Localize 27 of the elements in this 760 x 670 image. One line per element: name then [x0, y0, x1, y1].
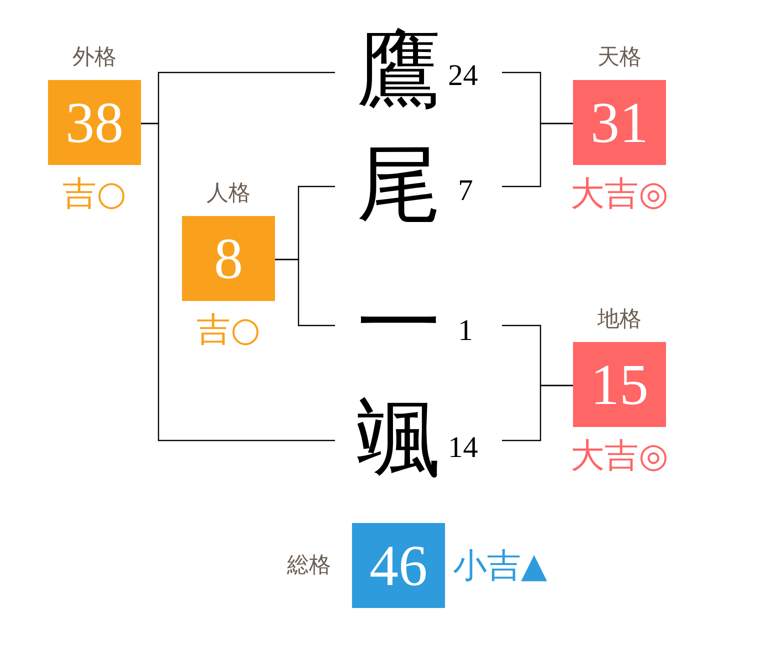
fortune-text: 大吉◎ — [570, 177, 668, 211]
score-tile: 38 — [48, 80, 141, 165]
bracket-line — [141, 122, 335, 442]
score-heading: 地格 — [598, 308, 642, 332]
name-character: 尾 — [357, 144, 441, 228]
stroke-count: 24 — [448, 61, 478, 91]
score-heading: 外格 — [72, 46, 116, 70]
fortune-text: 小吉▲ — [453, 548, 548, 582]
fortune-text: 吉○ — [196, 313, 260, 347]
stroke-count: 1 — [458, 316, 473, 346]
score-tile: 31 — [573, 80, 666, 165]
name-character: 颯 — [357, 398, 441, 482]
score-tile: 46 — [352, 523, 445, 608]
name-character: 鷹 — [357, 30, 441, 114]
name-character: 一 — [357, 283, 441, 367]
bracket-line — [502, 122, 573, 188]
bracket-line — [502, 384, 573, 442]
score-tile: 15 — [573, 342, 666, 427]
fortune-text: 吉○ — [62, 177, 126, 211]
stroke-count: 14 — [448, 433, 478, 463]
score-heading: 総格 — [287, 554, 331, 578]
stroke-count: 7 — [458, 176, 473, 206]
score-heading: 人格 — [206, 182, 250, 206]
bracket-line — [275, 258, 335, 326]
score-heading: 天格 — [598, 46, 642, 70]
fortune-text: 大吉◎ — [570, 439, 668, 473]
score-tile: 8 — [182, 216, 275, 301]
